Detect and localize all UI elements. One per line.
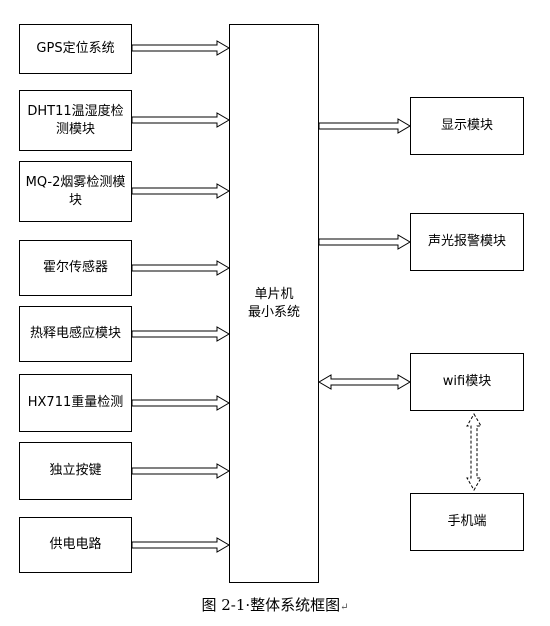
gps-to-mcu-arrow (131, 40, 230, 56)
mcu-wifi-bidirectional-arrow (318, 374, 411, 390)
phone-label: 手机端 (447, 514, 487, 529)
pir-to-mcu-arrow (131, 326, 230, 342)
dht11-module-box: DHT11温湿度检测模块 (19, 90, 132, 151)
hall-to-mcu-arrow (131, 260, 230, 276)
mcu-box: 单片机 最小系统 (229, 24, 319, 583)
power-to-mcu-arrow (131, 537, 230, 553)
key-module-box: 独立按键 (19, 442, 132, 500)
hall-sensor-box: 霍尔传感器 (19, 240, 132, 296)
hx711-to-mcu-arrow (131, 395, 230, 411)
mq2-module-box: MQ-2烟雾检测模块 (19, 161, 132, 222)
key-to-mcu-arrow (131, 463, 230, 479)
power-circuit-label: 供电电路 (49, 537, 102, 552)
dht11-module-label: DHT11温湿度检测模块 (27, 103, 124, 137)
mcu-label-line2: 最小系统 (247, 304, 300, 320)
wifi-module-label: wifi模块 (442, 374, 492, 389)
wifi-module-box: wifi模块 (410, 353, 524, 411)
display-module-label: 显示模块 (440, 118, 493, 133)
hx711-module-box: HX711重量检测 (19, 374, 132, 432)
mcu-to-display-arrow (318, 118, 411, 134)
gps-module-box: GPS定位系统 (19, 24, 132, 74)
mq2-to-mcu-arrow (131, 183, 230, 199)
wifi-phone-bidirectional-arrow (466, 413, 482, 491)
pir-module-label: 热释电感应模块 (29, 326, 121, 341)
dht11-to-mcu-arrow (131, 112, 230, 128)
figure-caption-text: 图 2-1·整体系统框图 (201, 596, 341, 614)
mq2-module-label: MQ-2烟雾检测模块 (25, 174, 126, 208)
figure-caption: 图 2-1·整体系统框图↵ (0, 594, 550, 615)
alarm-module-label: 声光报警模块 (427, 234, 506, 249)
phone-box: 手机端 (410, 493, 524, 551)
gps-module-label: GPS定位系统 (36, 41, 115, 56)
key-module-label: 独立按键 (49, 463, 102, 478)
hx711-module-label: HX711重量检测 (27, 395, 124, 410)
display-module-box: 显示模块 (410, 97, 524, 155)
power-circuit-box: 供电电路 (19, 517, 132, 573)
pir-module-box: 热释电感应模块 (19, 306, 132, 362)
mcu-to-alarm-arrow (318, 234, 411, 250)
alarm-module-box: 声光报警模块 (410, 213, 524, 271)
mcu-label-line1: 单片机 (254, 286, 294, 302)
paragraph-mark-icon: ↵ (340, 602, 349, 613)
hall-sensor-label: 霍尔传感器 (42, 260, 108, 275)
